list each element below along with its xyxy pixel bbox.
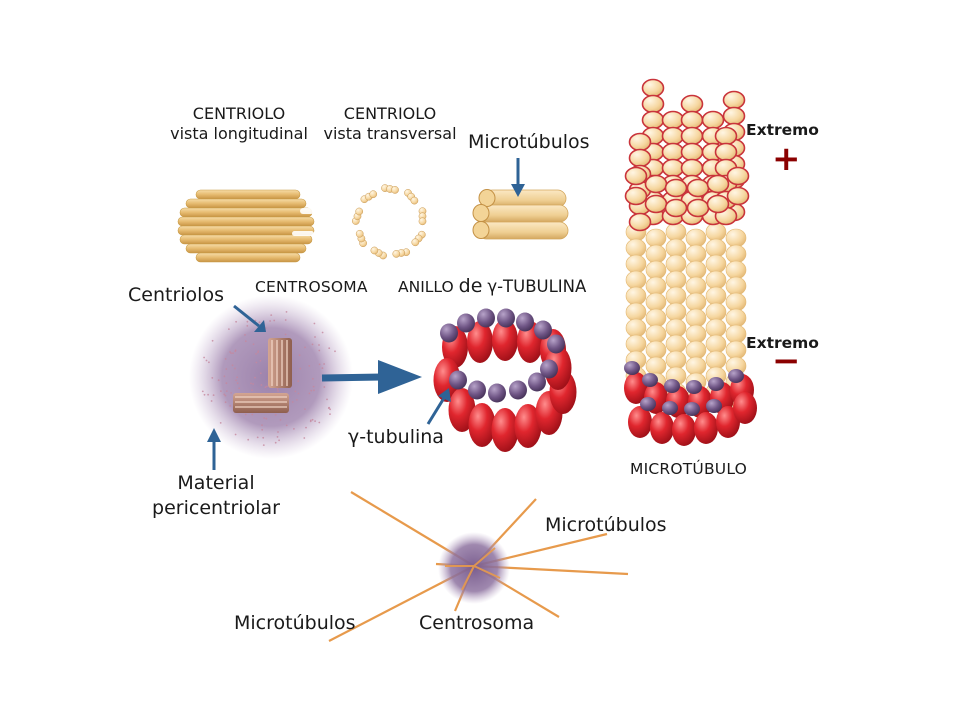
label-centriolo-title: CENTRIOLO xyxy=(192,104,286,123)
arrow-to-pcm xyxy=(207,428,221,470)
label-aster-microtubulos-left: Microtúbulos xyxy=(234,612,356,634)
centrosome-icon xyxy=(189,295,353,459)
label-gamma-tubulina: γ-tubulina xyxy=(348,426,444,448)
centriole-transverse-icon xyxy=(351,184,427,260)
label-aster-centrosoma: Centrosoma xyxy=(419,612,535,634)
arrow-to-microtubules xyxy=(511,158,525,197)
label-centriolo-title: CENTRIOLO xyxy=(343,104,437,123)
label-microtubulo-caps: MICROTÚBULO xyxy=(630,460,748,478)
label-material-pericentriolar: Material pericentriolar xyxy=(146,472,286,520)
centriole-longitudinal-icon xyxy=(177,189,315,263)
label-anillo: ANILLO xyxy=(398,278,454,296)
label-centriolo-longitudinal: CENTRIOLO vista longitudinal xyxy=(163,104,315,144)
label-aster-microtubulos-right: Microtúbulos xyxy=(545,514,667,536)
minus-sign: − xyxy=(772,341,801,381)
label-vista-transversal: vista transversal xyxy=(323,124,457,144)
label-anillo-gamma-tubulina: ANILLO de γ-TUBULINA xyxy=(398,275,587,298)
arrow-to-gamma-tubulin xyxy=(426,388,451,425)
aster-icon xyxy=(328,491,629,642)
microtubule-bundle-icon xyxy=(472,189,569,240)
label-vista-longitudinal: vista longitudinal xyxy=(170,124,308,144)
label-centrosoma-caps: CENTROSOMA xyxy=(255,278,368,296)
label-material: Material xyxy=(177,472,255,494)
label-pericentriolar: pericentriolar xyxy=(152,496,280,519)
label-centriolos: Centriolos xyxy=(128,284,224,306)
arrow-centrosome-to-ring xyxy=(321,360,422,394)
label-gamma-tubulina-caps: γ-TUBULINA xyxy=(487,277,587,296)
label-centriolo-transversal: CENTRIOLO vista transversal xyxy=(316,104,464,144)
label-de: de xyxy=(458,275,483,297)
label-extremo-minus: Extremo xyxy=(746,334,819,352)
arrow-to-centrioles xyxy=(233,304,266,332)
label-microtubulos-top: Microtúbulos xyxy=(468,131,590,153)
label-extremo-plus: Extremo xyxy=(746,121,819,139)
microtubule-icon xyxy=(624,78,757,446)
plus-sign: + xyxy=(772,139,801,179)
gamma-tubulin-ring-icon xyxy=(433,308,577,452)
